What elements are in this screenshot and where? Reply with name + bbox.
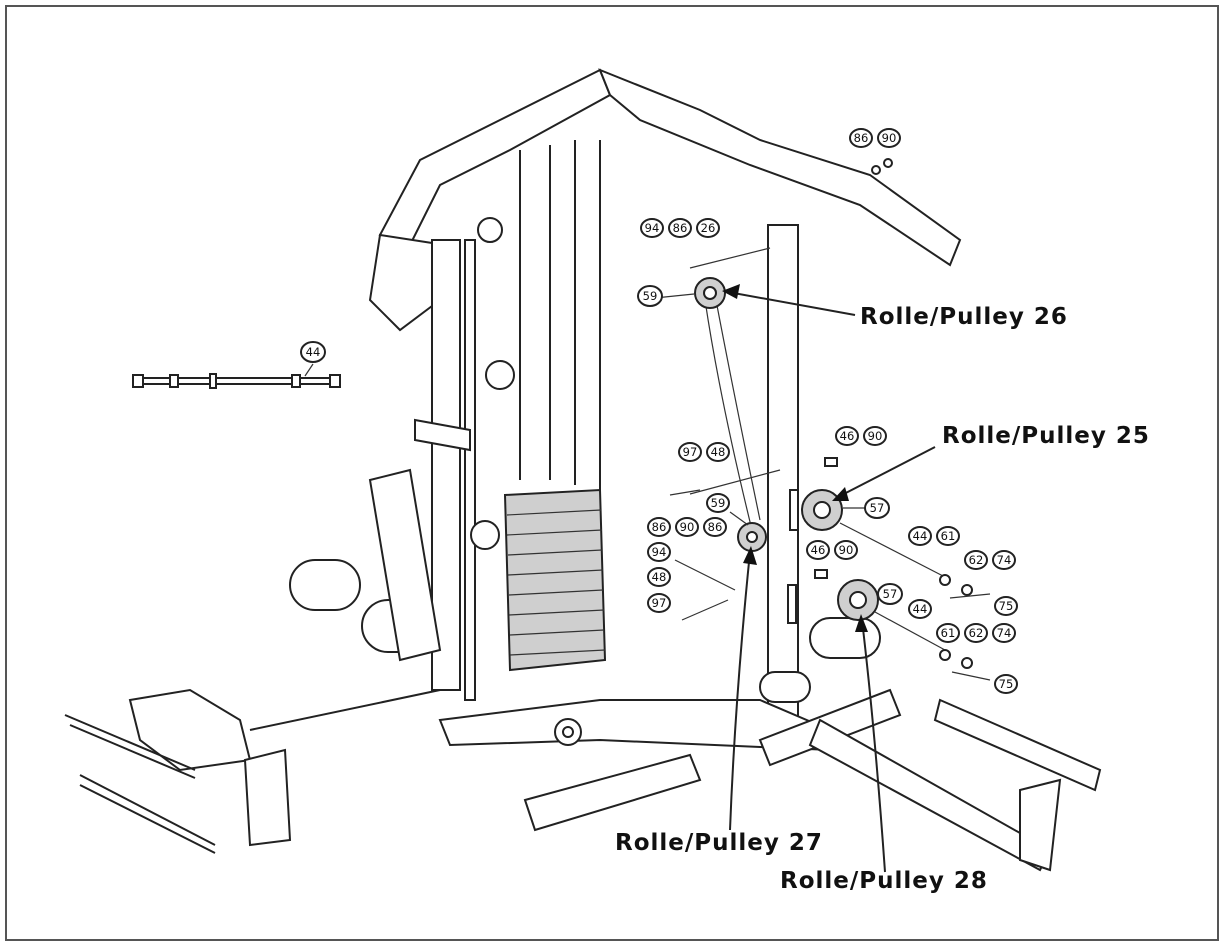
part-badge: 46 xyxy=(835,426,859,446)
part-badge: 74 xyxy=(992,550,1016,570)
part-badge: 94 xyxy=(640,218,664,238)
part-number-label: 48 xyxy=(711,445,726,459)
arrow-head-25 xyxy=(832,487,849,501)
part-badge: 59 xyxy=(637,285,663,307)
weight-plates xyxy=(506,509,606,656)
pulley-26 xyxy=(654,247,771,309)
part-badge: 57 xyxy=(877,583,903,605)
part-number-label: 26 xyxy=(701,221,716,235)
part-number-label: 46 xyxy=(811,543,826,557)
part-number-label: 86 xyxy=(673,221,688,235)
part-number-label: 75 xyxy=(999,599,1014,613)
part-number-label: 61 xyxy=(941,529,956,543)
part-number-label: 57 xyxy=(870,501,885,515)
part-number-label: 97 xyxy=(683,445,698,459)
part-badge: 86 xyxy=(647,517,671,537)
part-number-label: 46 xyxy=(840,429,855,443)
part-number-label: 86 xyxy=(708,520,723,534)
part-number-label: 94 xyxy=(645,221,660,235)
part-badge: 86 xyxy=(703,517,727,537)
part-number-label: 90 xyxy=(882,131,897,145)
pulley-28 xyxy=(787,579,946,651)
part-badge: 75 xyxy=(994,596,1018,616)
part-badge: 48 xyxy=(706,442,730,462)
part-number-label: 74 xyxy=(997,553,1012,567)
callout-pulley-27: Rolle/Pulley 27 xyxy=(615,830,823,856)
part-number-label: 94 xyxy=(652,545,667,559)
part-badge: 26 xyxy=(696,218,720,238)
part-badge: 61 xyxy=(936,526,960,546)
part-number-label: 86 xyxy=(854,131,869,145)
callout-arrows xyxy=(722,284,936,873)
part-number-label: 44 xyxy=(306,345,321,359)
part-badge: 97 xyxy=(678,442,702,462)
part-badge: 57 xyxy=(864,497,890,519)
part-badge: 97 xyxy=(647,593,671,613)
part-badge: 90 xyxy=(863,426,887,446)
part-badge: 44 xyxy=(908,599,932,619)
part-badge: 62 xyxy=(964,550,988,570)
part-badge: 75 xyxy=(994,674,1018,694)
arrow-head-27 xyxy=(743,546,757,565)
callout-pulley-26: Rolle/Pulley 26 xyxy=(860,304,1068,330)
part-number-label: 62 xyxy=(969,626,984,640)
part-number-label: 44 xyxy=(913,602,928,616)
part-badge: 90 xyxy=(877,128,901,148)
pulley-27 xyxy=(689,469,781,552)
part-badge: 46 xyxy=(806,540,830,560)
part-badge: 90 xyxy=(834,540,858,560)
arrow-head-26 xyxy=(722,284,740,299)
part-badge: 94 xyxy=(647,542,671,562)
part-number-label: 90 xyxy=(839,543,854,557)
part-badge: 61 xyxy=(936,623,960,643)
part-number-label: 59 xyxy=(711,496,726,510)
part-number-label: 86 xyxy=(652,520,667,534)
part-number-label: 90 xyxy=(868,429,883,443)
part-number-label: 48 xyxy=(652,570,667,584)
gym-frame-artwork xyxy=(64,68,1102,872)
part-number-label: 74 xyxy=(997,626,1012,640)
part-badge: 44 xyxy=(300,341,326,363)
part-number-badges: 86 90 94 86 26 59 44 97 xyxy=(300,128,1018,694)
part-number-label: 59 xyxy=(643,289,658,303)
callout-pulley-25: Rolle/Pulley 25 xyxy=(942,423,1150,449)
pulley-25 xyxy=(789,489,946,578)
part-badge: 59 xyxy=(706,493,730,513)
arrow-head-28 xyxy=(855,614,868,632)
fasteners xyxy=(669,158,991,681)
part-number-label: 75 xyxy=(999,677,1014,691)
part-badge: 90 xyxy=(675,517,699,537)
part-badge: 86 xyxy=(849,128,873,148)
part-badge: 74 xyxy=(992,623,1016,643)
part-number-label: 97 xyxy=(652,596,667,610)
part-number-label: 44 xyxy=(913,529,928,543)
part-badge: 48 xyxy=(647,567,671,587)
part-number-label: 90 xyxy=(680,520,695,534)
part-number-label: 61 xyxy=(941,626,956,640)
handle-bar-44 xyxy=(132,363,341,389)
part-badge: 86 xyxy=(668,218,692,238)
part-badge: 44 xyxy=(908,526,932,546)
callout-pulley-28: Rolle/Pulley 28 xyxy=(780,868,988,894)
part-number-label: 57 xyxy=(883,587,898,601)
part-number-label: 62 xyxy=(969,553,984,567)
part-badge: 62 xyxy=(964,623,988,643)
